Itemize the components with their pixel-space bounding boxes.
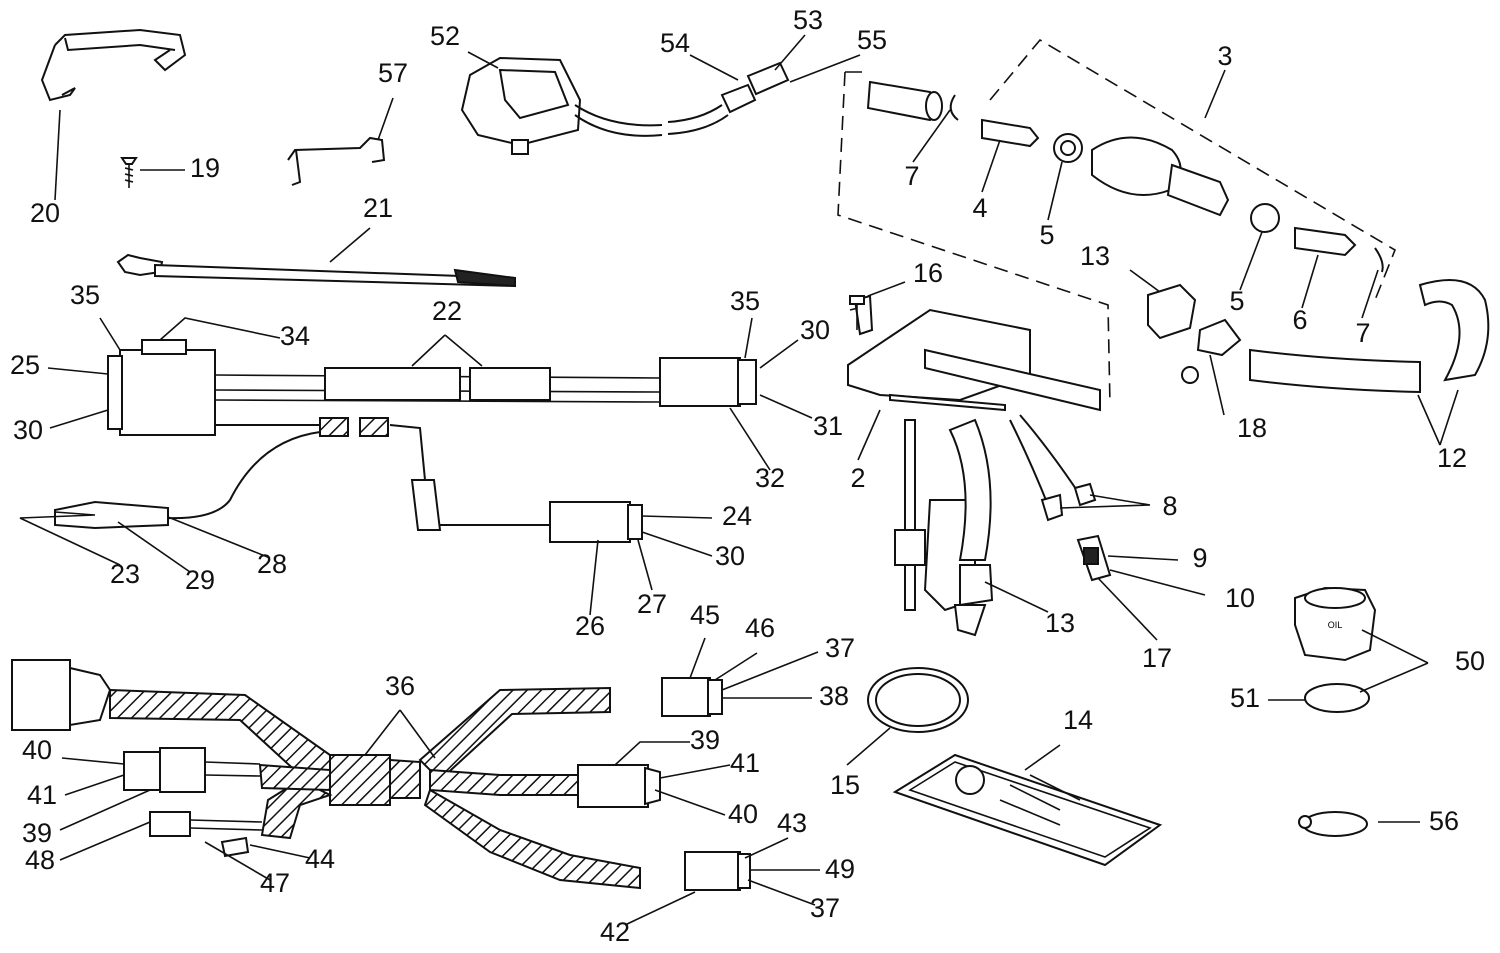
cap-text: OIL xyxy=(1328,620,1343,630)
fuse-9 xyxy=(1076,534,1112,582)
callout-41b: 41 xyxy=(27,780,57,810)
warning-horn-52 xyxy=(460,56,790,155)
callout-40b: 40 xyxy=(22,735,52,765)
callout-15: 15 xyxy=(830,770,860,800)
fuel-hose-12 xyxy=(1249,279,1490,394)
callout-53: 53 xyxy=(793,5,823,35)
callout-27: 27 xyxy=(637,589,667,619)
callout-5a: 5 xyxy=(1039,220,1054,250)
callout-37a: 37 xyxy=(825,633,855,663)
callout-29: 29 xyxy=(185,565,215,595)
primer-bulb-assembly-3 xyxy=(837,38,1396,406)
callout-2: 2 xyxy=(850,463,865,493)
callout-4: 4 xyxy=(972,193,987,223)
callout-39a: 39 xyxy=(690,725,720,755)
callout-37b: 37 xyxy=(810,893,840,923)
callout-32: 32 xyxy=(755,463,785,493)
callout-8: 8 xyxy=(1162,491,1177,521)
screw-19 xyxy=(120,157,138,188)
callout-7a: 7 xyxy=(904,161,919,191)
callout-18: 18 xyxy=(1237,413,1267,443)
callout-52: 52 xyxy=(430,21,460,51)
wire-clip-20 xyxy=(40,28,187,102)
callout-24: 24 xyxy=(722,501,752,531)
callout-3: 3 xyxy=(1217,41,1232,71)
tank-fitting-2 xyxy=(847,294,1101,637)
callout-57: 57 xyxy=(378,58,408,88)
callout-46: 46 xyxy=(745,613,775,643)
mounting-plate-14 xyxy=(892,753,1163,867)
harness-22 xyxy=(54,339,757,543)
callout-7b: 7 xyxy=(1355,318,1370,348)
callout-12: 12 xyxy=(1437,443,1467,473)
callout-21: 21 xyxy=(363,193,393,223)
cable-tie-21 xyxy=(116,253,516,288)
harness-36 xyxy=(11,659,751,891)
callout-56: 56 xyxy=(1429,806,1459,836)
callout-23: 23 xyxy=(110,559,140,589)
callout-19: 19 xyxy=(190,153,220,183)
callout-35b: 35 xyxy=(730,286,760,316)
callout-10: 10 xyxy=(1225,583,1255,613)
callout-45: 45 xyxy=(690,600,720,630)
callout-40a: 40 xyxy=(728,799,758,829)
callout-50: 50 xyxy=(1455,646,1485,676)
callout-35a: 35 xyxy=(70,280,100,310)
callout-41a: 41 xyxy=(730,748,760,778)
callout-34: 34 xyxy=(280,321,310,351)
callout-42: 42 xyxy=(600,917,630,947)
callout-44: 44 xyxy=(305,844,335,874)
callout-22: 22 xyxy=(432,296,462,326)
callout-5b: 5 xyxy=(1229,286,1244,316)
callout-6: 6 xyxy=(1292,305,1307,335)
callout-26: 26 xyxy=(575,611,605,641)
callout-51: 51 xyxy=(1230,683,1260,713)
hose-clamp-56 xyxy=(1298,811,1368,837)
callout-31: 31 xyxy=(813,411,843,441)
fitting-18 xyxy=(1181,318,1242,384)
wire-clip-57 xyxy=(287,136,386,186)
callout-16: 16 xyxy=(913,258,943,288)
leader-lines xyxy=(19,34,1459,926)
callout-14: 14 xyxy=(1063,705,1093,735)
callout-55: 55 xyxy=(857,25,887,55)
callout-48: 48 xyxy=(25,845,55,875)
callout-30c: 30 xyxy=(715,541,745,571)
callout-47: 47 xyxy=(260,868,290,898)
o-ring-51 xyxy=(1304,683,1370,713)
gasket-15 xyxy=(867,667,969,733)
callout-20: 20 xyxy=(30,198,60,228)
callout-38: 38 xyxy=(819,681,849,711)
callout-43: 43 xyxy=(777,808,807,838)
callout-30a: 30 xyxy=(13,415,43,445)
bolt-16 xyxy=(849,295,865,330)
callout-36: 36 xyxy=(385,671,415,701)
hose-clamp-13-upper xyxy=(1147,283,1197,340)
callout-39b: 39 xyxy=(22,818,52,848)
callout-labels: 20 19 57 21 52 53 54 55 3 7 4 5 13 5 6 7… xyxy=(10,5,1485,947)
callout-9: 9 xyxy=(1192,543,1207,573)
callout-25: 25 xyxy=(10,350,40,380)
oil-cap-50: OIL xyxy=(1294,586,1377,662)
callout-54: 54 xyxy=(660,28,690,58)
callout-28: 28 xyxy=(257,549,287,579)
callout-49: 49 xyxy=(825,854,855,884)
callout-13a: 13 xyxy=(1080,241,1110,271)
callout-17: 17 xyxy=(1142,643,1172,673)
callout-30b: 30 xyxy=(800,315,830,345)
callout-13b: 13 xyxy=(1045,608,1075,638)
